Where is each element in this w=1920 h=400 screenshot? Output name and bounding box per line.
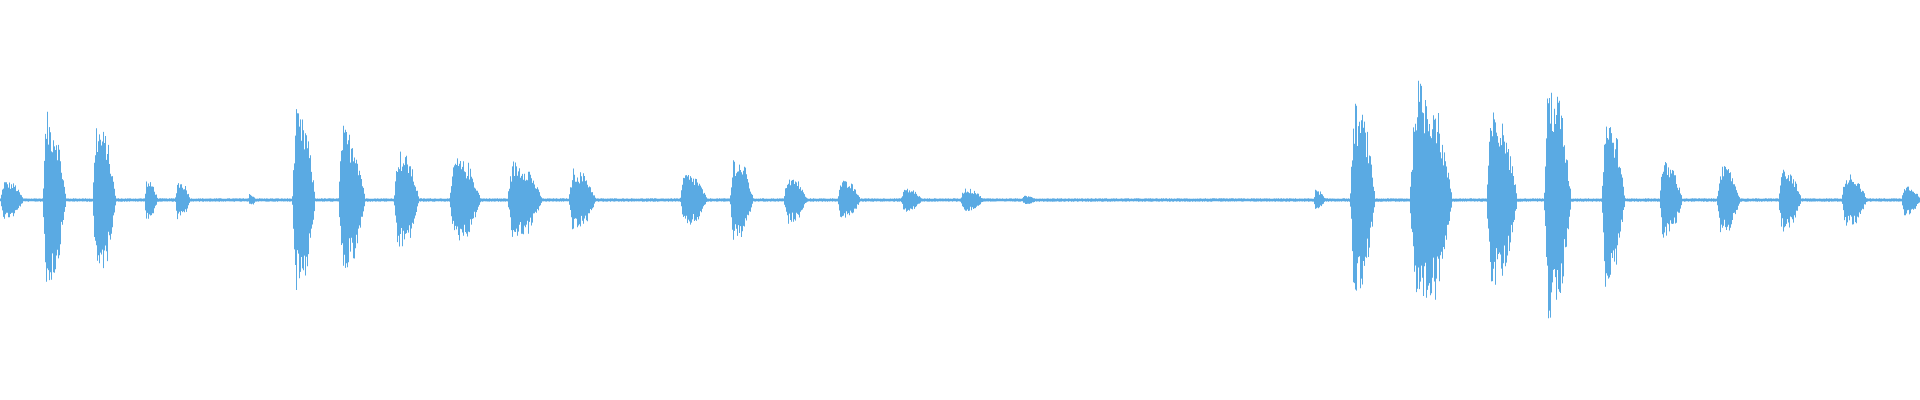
waveform-path: [0, 80, 1920, 319]
waveform-samples: [0, 80, 1920, 319]
